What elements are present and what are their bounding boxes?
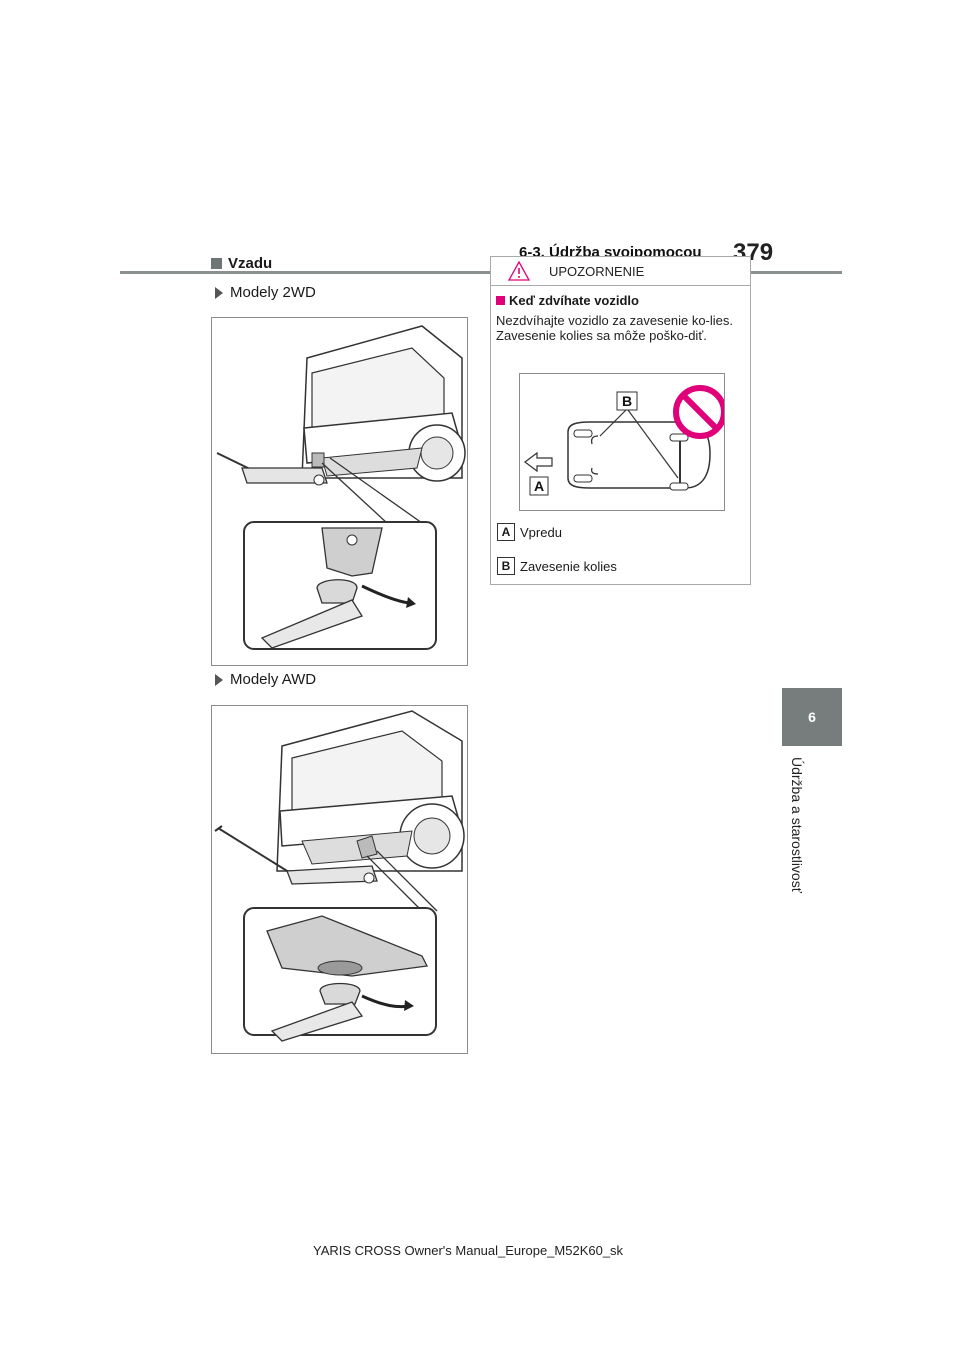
legend-key-b: B (497, 557, 515, 575)
subheading-awd-text: Modely AWD (230, 671, 317, 688)
legend-text-b: Zavesenie kolies (520, 558, 617, 574)
section-heading-text: Vzadu (228, 255, 273, 272)
warning-box: UPOZORNENIE Keď zdvíhate vozidlo Nezdvíh… (490, 256, 751, 585)
warning-body: Nezdvíhajte vozidlo za zavesenie ko-lies… (496, 313, 734, 343)
subheading-awd: Modely AWD (215, 671, 316, 688)
rear-jack-awd-illustration (214, 710, 465, 1042)
footer-text: YARIS CROSS Owner's Manual_Europe_M52K60… (313, 1243, 624, 1258)
suspension-diagram: B A (519, 373, 727, 511)
warning-triangle-icon (508, 261, 530, 281)
warning-subheading: Keď zdvíhate vozidlo (496, 293, 639, 308)
figure-2wd (211, 317, 468, 666)
triangle-bullet-icon (215, 673, 223, 686)
section-heading: Vzadu (211, 255, 272, 272)
chapter-number: 6 (808, 709, 816, 725)
subheading-2wd: Modely 2WD (215, 284, 316, 301)
square-bullet-icon (211, 258, 222, 269)
legend-a: A Vpredu (497, 523, 562, 541)
legend-b: B Zavesenie kolies (497, 557, 617, 575)
svg-text:B: B (622, 393, 632, 409)
chapter-tab[interactable]: 6 (782, 688, 842, 746)
legend-key-a: A (497, 523, 515, 541)
svg-text:A: A (534, 478, 544, 494)
triangle-bullet-icon (215, 286, 223, 299)
warning-subheading-text: Keď zdvíhate vozidlo (509, 293, 639, 308)
car-top-view-prohibited-illustration: B A (524, 385, 727, 496)
warning-header: UPOZORNENIE (491, 257, 750, 286)
chapter-title: Údržba a starostlivosť (789, 757, 805, 893)
figure-awd (211, 705, 468, 1054)
header-divider (120, 271, 842, 274)
subheading-2wd-text: Modely 2WD (230, 284, 316, 301)
warning-title: UPOZORNENIE (549, 264, 645, 279)
legend-text-a: Vpredu (520, 524, 562, 540)
rear-jack-2wd-illustration (216, 325, 466, 650)
chapter-title-vertical: Údržba a starostlivosť (783, 757, 807, 907)
square-bullet-icon (496, 296, 505, 305)
